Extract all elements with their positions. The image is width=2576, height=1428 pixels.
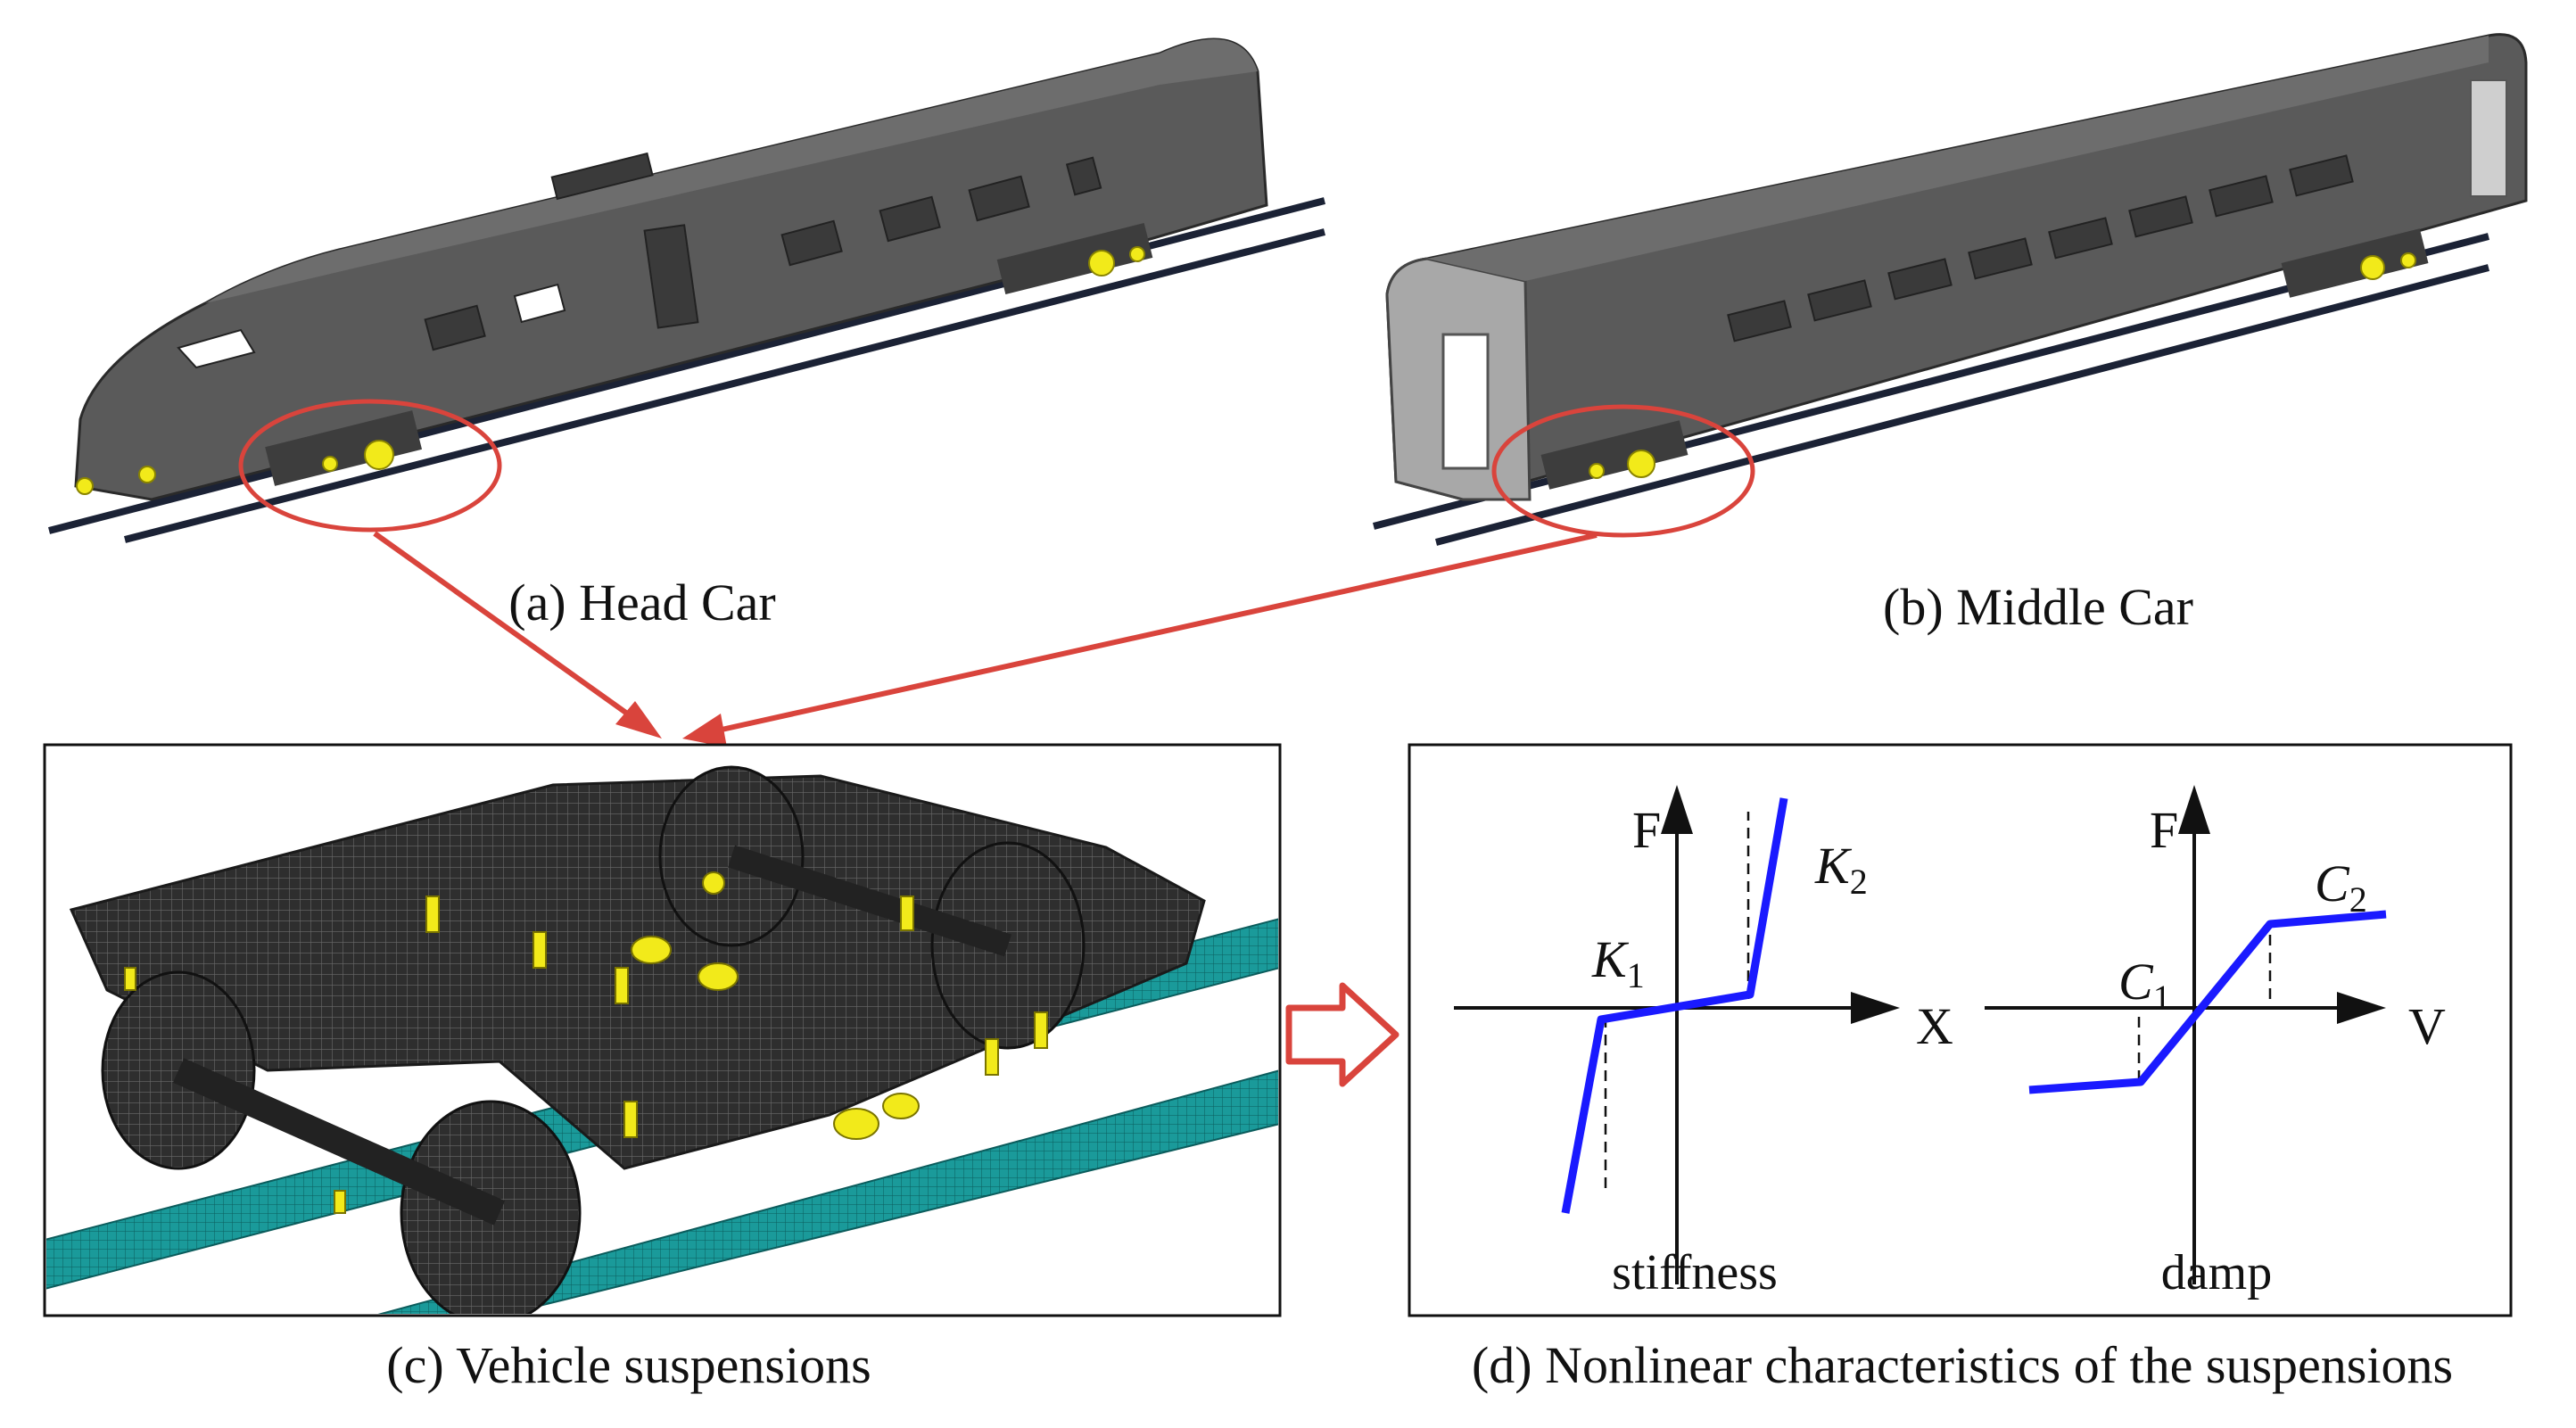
connector-arrows bbox=[373, 531, 1598, 747]
nonlinear-characteristics-panel: F X K1 K2 stiffness F V C1 C2 damp bbox=[1408, 743, 2513, 1317]
stiffness-caption: stiffness bbox=[1612, 1245, 1778, 1300]
y-axis-arrow-icon-2 bbox=[2178, 785, 2210, 834]
k2-label: K2 bbox=[1814, 837, 1868, 902]
stiffness-y-label: F bbox=[1632, 801, 1661, 859]
k1-label: K1 bbox=[1591, 930, 1645, 995]
y-axis-arrow-icon bbox=[1661, 785, 1693, 834]
head-car-illustration bbox=[47, 37, 1326, 543]
bogie-mesh-panel bbox=[43, 743, 1282, 1317]
v-axis-arrow-icon bbox=[2337, 992, 2386, 1024]
damping-caption: damp bbox=[2161, 1245, 2272, 1300]
damping-plot: F V C1 C2 damp bbox=[1985, 785, 2446, 1300]
middle-car-illustration bbox=[1372, 33, 2528, 546]
stiffness-x-label: X bbox=[1916, 997, 1953, 1055]
caption-nonlinear-characteristics: (d) Nonlinear characteristics of the sus… bbox=[1472, 1336, 2453, 1394]
stiffness-plot: F X K1 K2 stiffness bbox=[1454, 785, 1953, 1300]
caption-middle-car: (b) Middle Car bbox=[1883, 578, 2193, 636]
damping-y-label: F bbox=[2150, 801, 2178, 859]
c1-label: C1 bbox=[2118, 953, 2171, 1018]
caption-vehicle-suspensions: (c) Vehicle suspensions bbox=[386, 1336, 871, 1394]
damping-x-label: V bbox=[2408, 997, 2446, 1055]
x-axis-arrow-icon bbox=[1851, 992, 1900, 1024]
damping-curve bbox=[2028, 910, 2387, 1094]
caption-head-car: (a) Head Car bbox=[508, 574, 776, 631]
hollow-right-arrow-icon bbox=[1285, 982, 1399, 1087]
c2-label: C2 bbox=[2315, 854, 2367, 920]
